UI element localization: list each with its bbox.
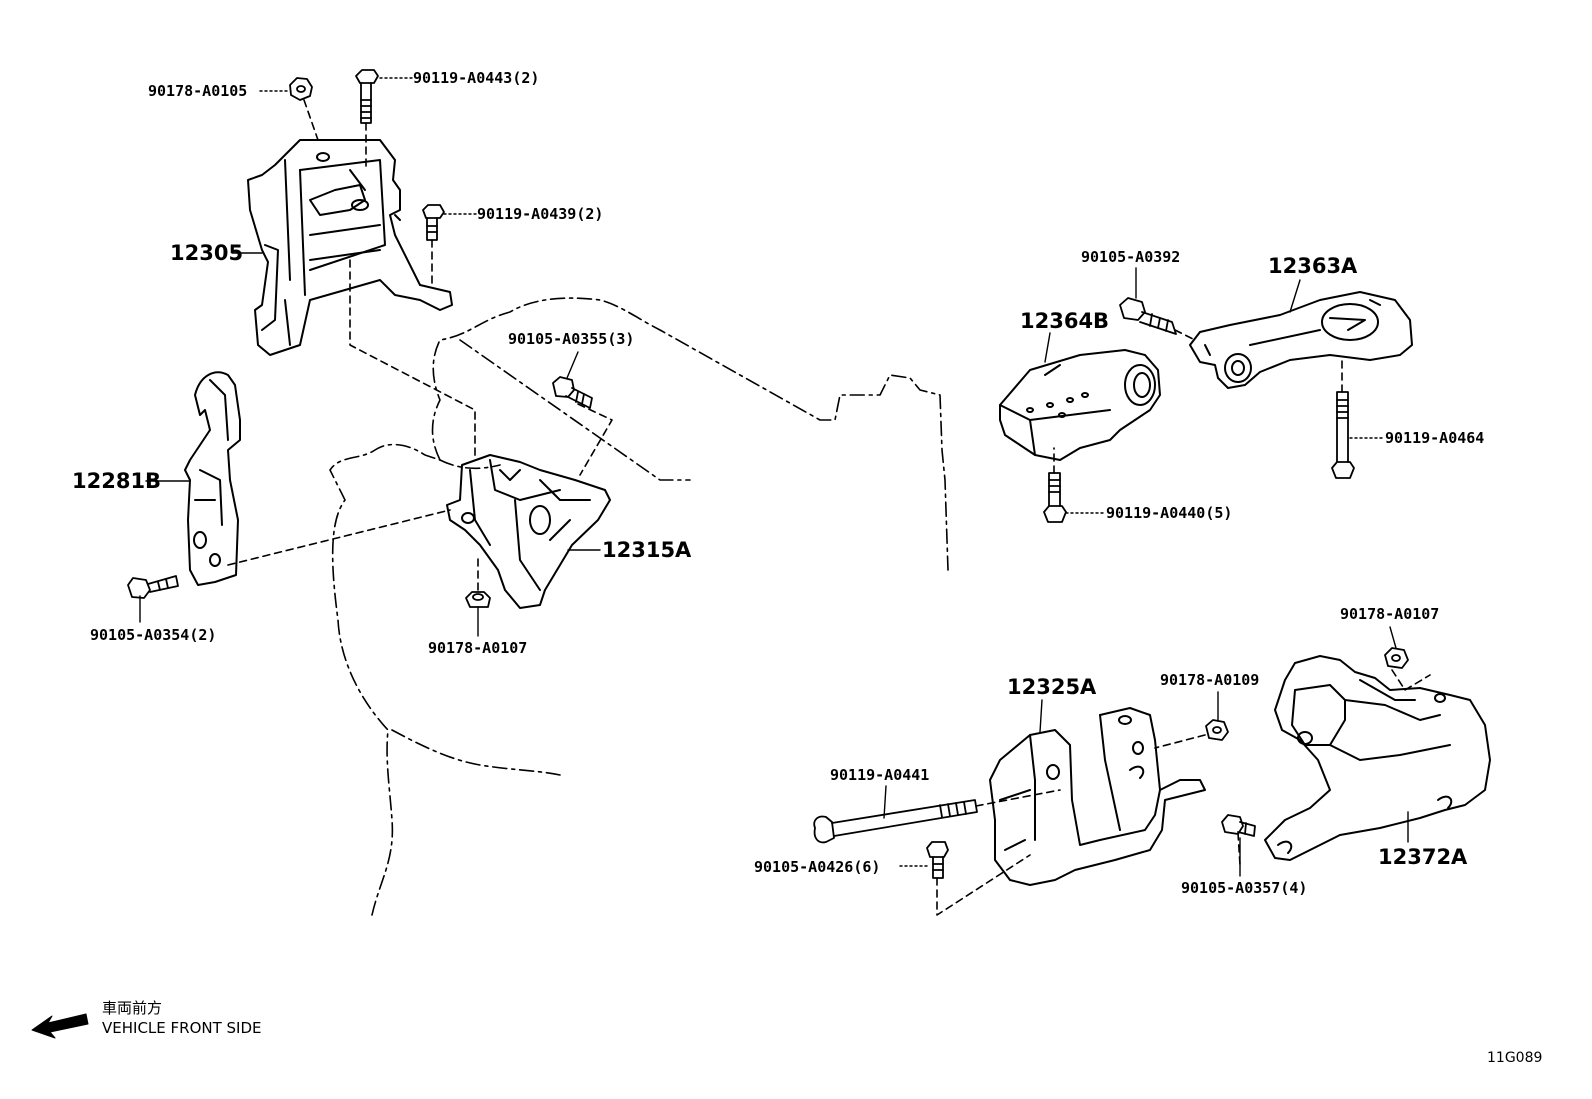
leader-lines [259, 77, 1383, 867]
rod-12363a [1189, 291, 1413, 389]
label-90105-a0355: 90105-A0355(3) [508, 330, 635, 348]
label-90178-a0109: 90178-A0109 [1160, 671, 1260, 689]
label-12325a: 12325A [1007, 675, 1097, 699]
label-90105-a0354: 90105-A0354(2) [90, 626, 217, 644]
label-12364b: 12364B [1020, 309, 1110, 333]
label-90119-a0443: 90119-A0443(2) [413, 69, 540, 87]
label-90178-a0107-left: 90178-A0107 [428, 639, 528, 657]
label-12281b: 12281B [72, 469, 162, 493]
label-90178-a0105: 90178-A0105 [148, 82, 248, 100]
label-12315a: 12315A [602, 538, 692, 562]
bracket-12325a [989, 707, 1206, 886]
label-12372a: 12372A [1378, 845, 1468, 869]
label-90119-a0439: 90119-A0439(2) [477, 205, 604, 223]
bracket-12315a [446, 454, 611, 609]
fasteners [127, 69, 1409, 879]
label-90105-a0426: 90105-A0426(6) [754, 858, 881, 876]
label-90105-a0392: 90105-A0392 [1081, 248, 1181, 266]
direction-japanese: 車両前方 [102, 999, 163, 1017]
leader-lines-solid [139, 252, 1409, 877]
direction-english: VEHICLE FRONT SIDE [102, 1019, 262, 1037]
label-90105-a0357: 90105-A0357(4) [1181, 879, 1308, 897]
label-90178-a0107-right: 90178-A0107 [1340, 605, 1440, 623]
label-90119-a0440: 90119-A0440(5) [1106, 504, 1233, 522]
engine-outline [329, 297, 949, 916]
assembly-lines [227, 99, 1431, 916]
label-90119-a0441: 90119-A0441 [830, 766, 930, 784]
arrow-left-icon [31, 1013, 89, 1039]
label-12363a: 12363A [1268, 254, 1358, 278]
diagram-code: 11G089 [1487, 1050, 1543, 1066]
mount-12305 [247, 139, 453, 356]
label-90119-a0464: 90119-A0464 [1385, 429, 1485, 447]
bracket-12281b [184, 371, 241, 586]
mount-12364b [999, 349, 1161, 461]
mount-12372a [1264, 655, 1491, 861]
label-12305: 12305 [170, 241, 244, 265]
